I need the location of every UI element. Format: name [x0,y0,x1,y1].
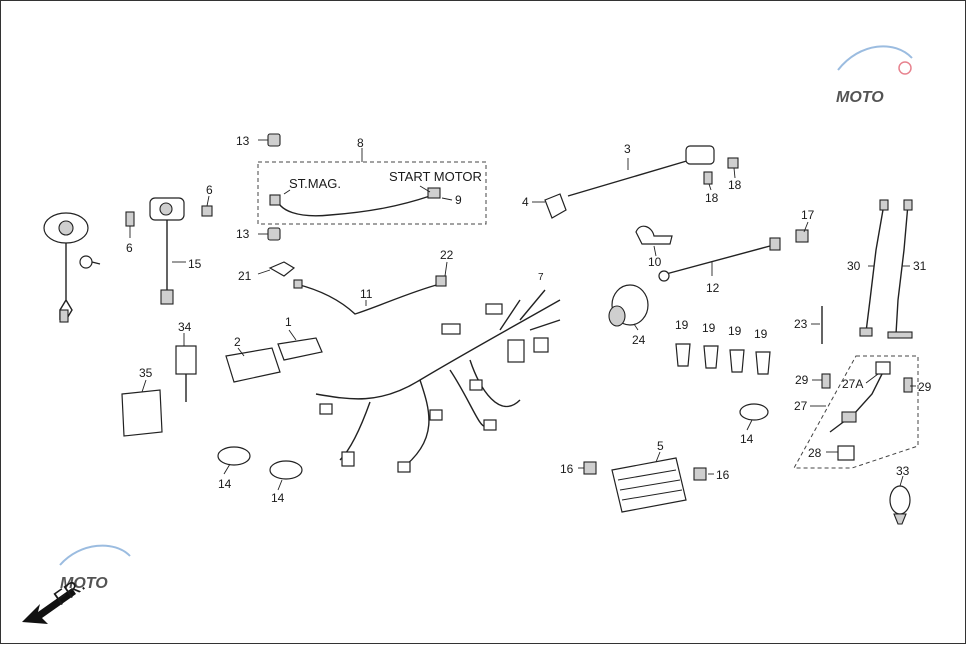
callout-6b: 6 [126,241,133,255]
part-13-nuts [258,133,281,241]
callout-29b: 29 [918,380,932,394]
callout-labels: 1 2 3 4 5 6 6 7 8 9 10 11 12 13 13 14 14… [126,134,932,505]
part-3-ignition-coil [567,145,715,197]
callout-22: 22 [440,248,454,262]
callout-11: 11 [360,287,373,301]
callout-12: 12 [706,281,720,295]
callout-10: 10 [648,255,662,269]
part-16-bolts [583,461,707,481]
part-10-clamp [635,225,673,245]
callout-27: 27 [794,399,808,413]
callout-28: 28 [808,446,822,460]
callout-31: 31 [913,259,927,273]
callout-9: 9 [455,193,462,207]
callout-18a: 18 [728,178,742,192]
part-12-ground-cable [658,237,781,282]
watermark-text-top: MOTO [836,89,884,106]
label-st-mag: ST.MAG. [289,176,341,191]
callout-17: 17 [801,208,815,222]
part-11-cable [293,275,447,315]
callout-14a: 14 [740,432,754,446]
callout-29a: 29 [795,373,809,387]
callout-8: 8 [357,136,364,150]
callout-3: 3 [624,142,631,156]
callout-34: 34 [178,320,192,334]
callout-21: 21 [238,269,252,283]
callout-13b: 13 [236,227,250,241]
part-4-plug-cap [532,193,567,219]
part-horn [43,212,101,323]
callout-4: 4 [522,195,529,209]
part-35-module [121,389,163,437]
callout-7: 7 [538,272,544,283]
part-2-ecu [225,347,281,383]
callout-27a: 27A [842,377,863,391]
watermark-text-bottom: MOTO [60,575,108,592]
part-27-group [793,355,919,469]
callout-14c: 14 [271,491,285,505]
callout-30: 30 [847,259,861,273]
callout-19c: 19 [728,324,742,338]
part-31-harness [887,199,913,339]
part-15-switch [149,197,186,305]
callout-16b: 16 [716,468,730,482]
watermark-logo-top: MOTO [836,45,913,106]
part-14-clamps [217,403,769,480]
callout-5: 5 [657,439,664,453]
part-21-connector [257,261,296,277]
part-18-bolts [703,157,739,185]
callout-19a: 19 [675,318,689,332]
part-17-bolt [795,229,809,243]
part-7-main-harness [315,289,561,473]
callout-19d: 19 [754,327,768,341]
callout-35: 35 [139,366,153,380]
callout-24: 24 [632,333,646,347]
part-8-group: ST.MAG. START MOTOR [257,148,487,225]
callout-13a: 13 [236,134,250,148]
part-30-harness [859,199,889,337]
callout-1: 1 [285,315,292,329]
front-direction-arrow: FR. [22,574,89,624]
callout-15: 15 [188,257,202,271]
part-24-relay [608,284,649,327]
callout-18b: 18 [705,191,719,205]
callout-6a: 6 [206,183,213,197]
part-1-cdi [277,337,323,361]
callout-19b: 19 [702,321,716,335]
label-start-motor: START MOTOR [389,169,482,184]
part-33-grommet [889,485,911,525]
callout-leaders [129,167,916,491]
callout-33: 33 [896,464,910,478]
callout-23: 23 [794,317,808,331]
part-19-clips [675,343,771,375]
part-5-regulator [611,457,687,513]
callout-2: 2 [234,335,241,349]
watermark-logo-bottom: MOTO [59,544,131,592]
callout-16a: 16 [560,462,574,476]
callout-14b: 14 [218,477,232,491]
part-34-sensor [175,345,197,402]
